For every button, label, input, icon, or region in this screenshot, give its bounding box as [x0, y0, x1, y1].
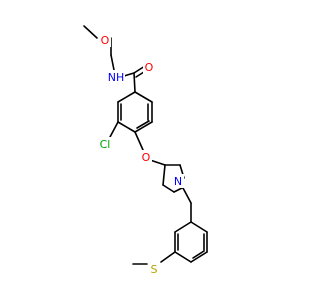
bond-35 [160, 251, 176, 263]
atom-piperidine-nitrogen: N [172, 174, 184, 188]
bond-9 [117, 121, 136, 133]
atom-carbonyl-oxygen: O [143, 60, 155, 74]
bond-19 [162, 164, 166, 186]
atom-amide-nitrogen: NH [107, 70, 125, 84]
molecule-diagram: O NH O Cl O N S [83, 25, 208, 276]
piperidine-nitrogen-label: N [174, 175, 182, 188]
chloro-label: Cl [100, 138, 111, 151]
bond-15 [136, 120, 150, 129]
bond-17 [134, 131, 144, 151]
bond-layer [83, 25, 208, 265]
bond-10 [134, 121, 153, 133]
bond-12 [134, 91, 153, 103]
atom-chlorine: Cl [96, 137, 113, 151]
atom-sulfur: S [149, 262, 160, 276]
bond-6 [133, 72, 136, 93]
bond-26 [174, 221, 192, 233]
bond-34 [192, 250, 205, 259]
bond-31 [190, 221, 208, 233]
bond-18 [149, 159, 166, 166]
bond-20 [162, 184, 175, 193]
amide-nh-label: NH [108, 71, 125, 84]
bond-0 [83, 25, 98, 39]
bond-24 [182, 187, 192, 204]
bond-16 [109, 121, 119, 138]
atom-methoxy-oxygen: O [99, 33, 111, 47]
thioether-sulfur-label: S [151, 263, 158, 276]
bond-7 [117, 91, 136, 103]
bond-29 [190, 251, 208, 263]
bond-28 [174, 251, 192, 263]
methoxy-oxygen-label: O [101, 34, 110, 47]
bond-23 [173, 187, 183, 193]
bond-2 [110, 54, 115, 71]
ether-oxygen-label: O [142, 151, 151, 164]
carbonyl-oxygen-label: O [145, 61, 154, 74]
atom-ether-oxygen: O [140, 150, 152, 164]
bond-3 [123, 72, 135, 77]
